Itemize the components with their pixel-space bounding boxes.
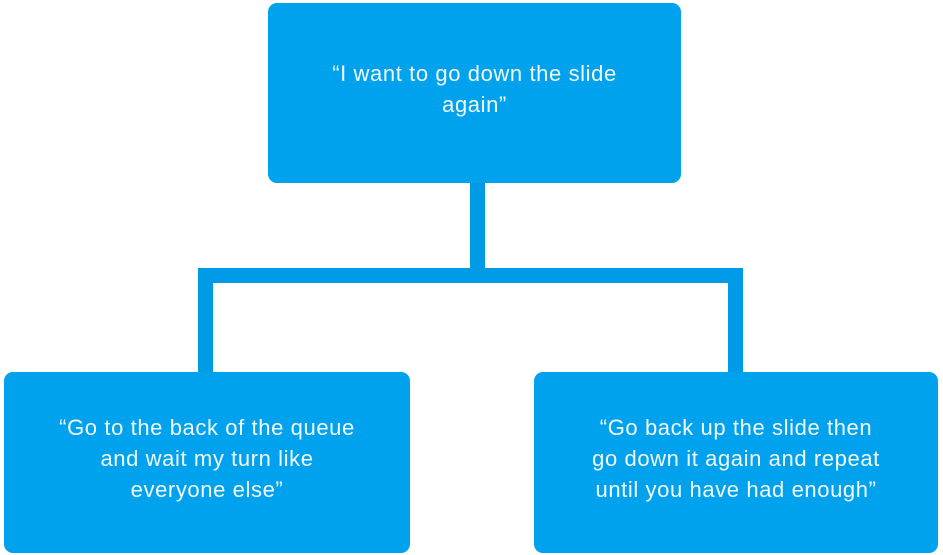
node-root: “I want to go down the slide again”	[268, 3, 681, 183]
connector-right-stem	[728, 270, 743, 373]
connector-horizontal-bar	[198, 268, 743, 283]
node-option-right: “Go back up the slide then go down it ag…	[534, 372, 938, 553]
node-option-left: “Go to the back of the queue and wait my…	[4, 372, 410, 553]
node-root-text: “I want to go down the slide again”	[332, 61, 617, 117]
node-option-left-text: “Go to the back of the queue and wait my…	[59, 415, 355, 502]
connector-root-stem	[470, 180, 485, 280]
connector-left-stem	[198, 270, 213, 373]
node-option-right-text: “Go back up the slide then go down it ag…	[592, 415, 880, 502]
